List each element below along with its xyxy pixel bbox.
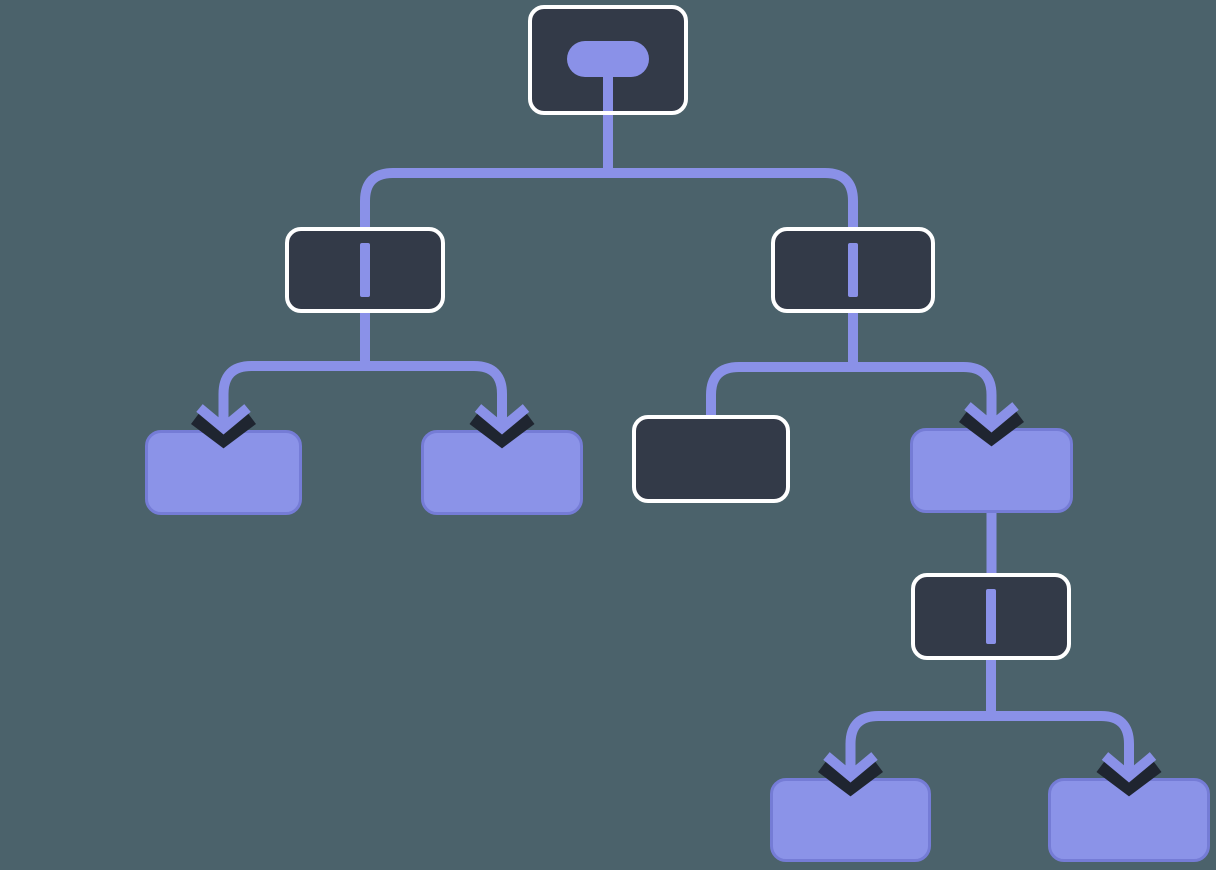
tree-node-branch-bottom[interactable] (911, 573, 1071, 660)
tree-node-root[interactable] (528, 5, 688, 115)
tree-node-leaf-3[interactable] (770, 778, 931, 862)
root-pill-glyph (567, 41, 649, 77)
root-stem-glyph (603, 71, 613, 111)
tree-node-leaf-1[interactable] (145, 430, 302, 515)
pass-through-line-glyph (848, 243, 858, 297)
tree-node-branch-right[interactable] (771, 227, 935, 313)
pass-through-line-glyph (986, 589, 996, 644)
tree-node-branch-left[interactable] (285, 227, 445, 313)
tree-node-leaf-4[interactable] (1048, 778, 1210, 862)
tree-node-node-mid[interactable] (910, 428, 1073, 513)
tree-node-node-plain[interactable] (632, 415, 790, 503)
pass-through-line-glyph (360, 243, 370, 297)
tree-node-leaf-2[interactable] (421, 430, 583, 515)
